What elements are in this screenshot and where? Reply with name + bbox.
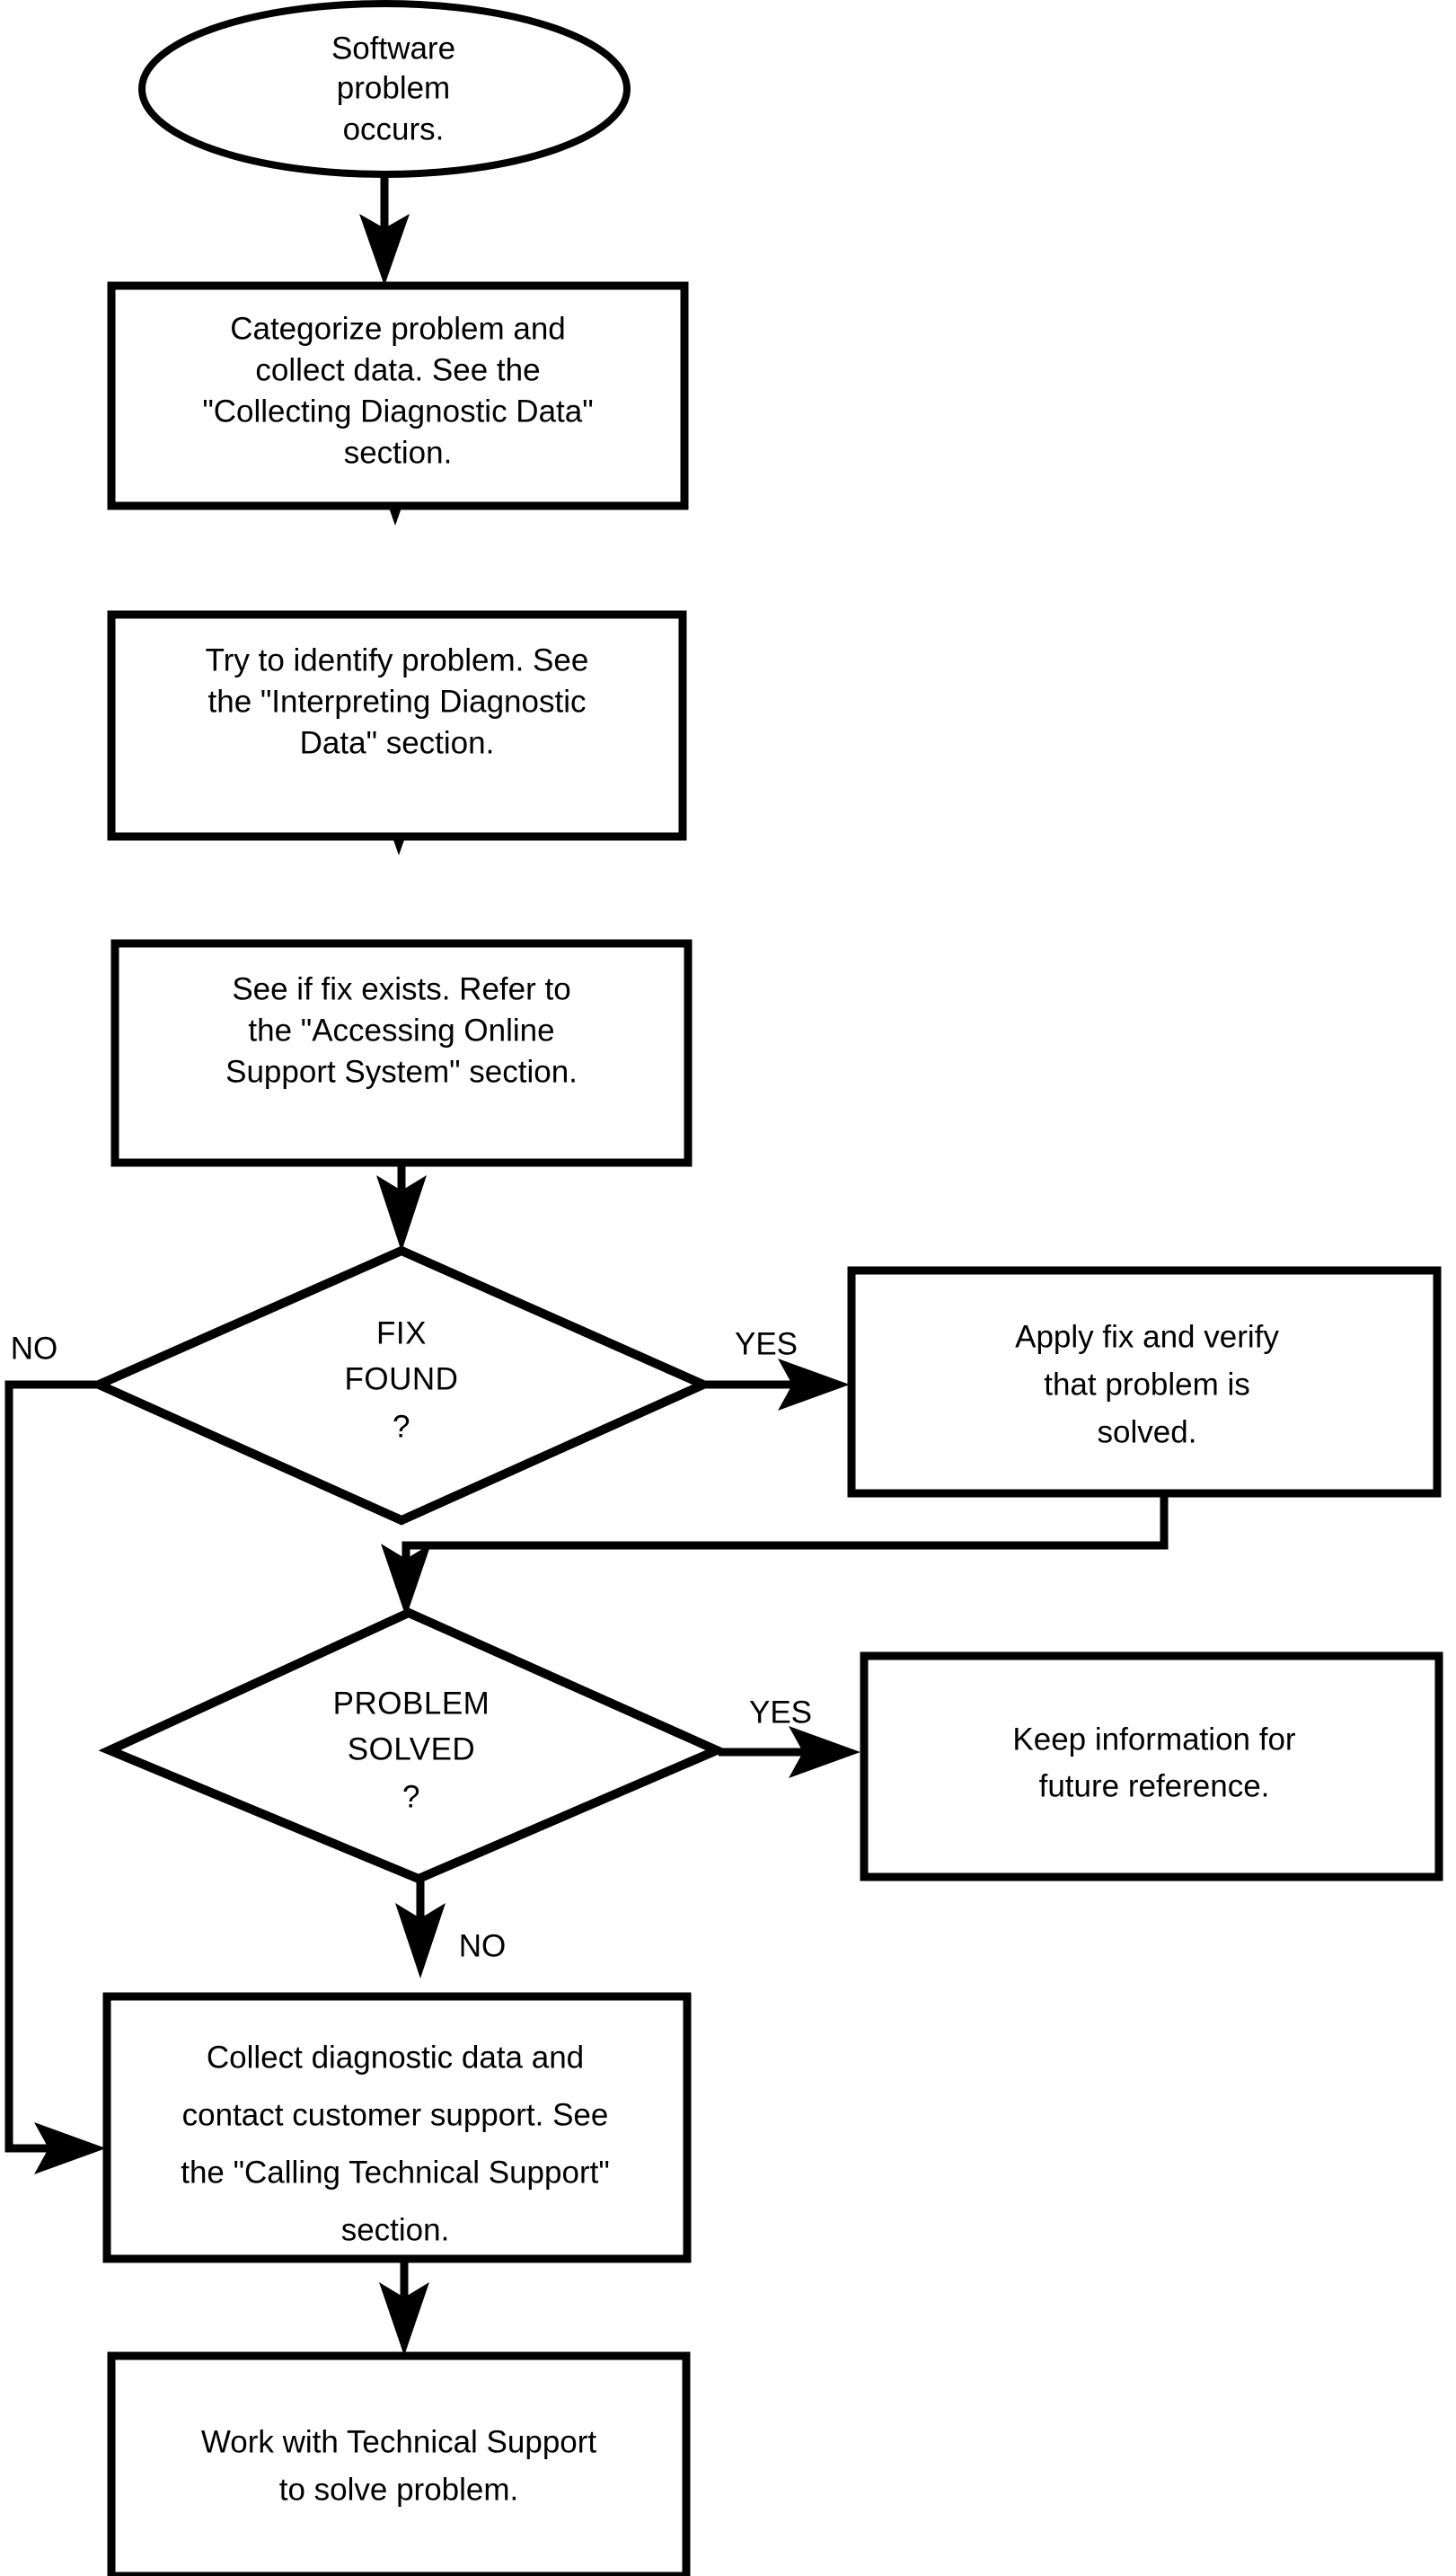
node-identify-line-1: Try to identify problem. See — [206, 642, 589, 677]
node-seefix-line-2: the "Accessing Online — [248, 1013, 554, 1048]
node-problemsolved-line-3: ? — [402, 1779, 420, 1814]
edge-problemsolved-no-to-collect — [395, 1878, 446, 1978]
node-start-software-problem[interactable]: Software problem occurs. — [138, 0, 631, 178]
node-work-line-1: Work with Technical Support — [201, 2424, 597, 2459]
node-fixfound-line-1: FIX — [376, 1315, 427, 1350]
edge-label-problem-solved-yes: YES — [749, 1695, 812, 1730]
node-categorize-line-2: collect data. See the — [255, 352, 540, 387]
node-seefix-line-1: See if fix exists. Refer to — [232, 971, 570, 1006]
edge-label-problem-solved-no: NO — [459, 1928, 507, 1963]
node-collect-line-1: Collect diagnostic data and — [207, 2040, 584, 2075]
node-start-line-2: problem — [337, 70, 450, 105]
node-collect-line-4: section. — [341, 2212, 450, 2247]
edge-fixfound-yes-to-applyfix — [703, 1359, 850, 1411]
node-see-if-fix-exists[interactable]: See if fix exists. Refer to the "Accessi… — [110, 939, 693, 1167]
node-fixfound-line-3: ? — [393, 1409, 410, 1444]
node-keep-line-1: Keep information for — [1012, 1722, 1296, 1757]
node-categorize-line-4: section. — [344, 435, 453, 470]
node-problemsolved-line-1: PROBLEM — [333, 1686, 490, 1721]
edge-label-fix-found-yes: YES — [735, 1326, 798, 1361]
edge-fixfound-no-to-collect — [4, 1380, 106, 2174]
node-collect-line-2: contact customer support. See — [182, 2097, 609, 2132]
node-collect-line-3: the "Calling Technical Support" — [181, 2155, 610, 2190]
node-identify-problem[interactable]: Try to identify problem. See the "Interp… — [107, 610, 687, 841]
node-problemsolved-line-2: SOLVED — [348, 1731, 475, 1766]
node-work-with-support[interactable]: Work with Technical Support to solve pro… — [107, 2351, 691, 2576]
edge-start-to-categorize — [359, 176, 410, 286]
node-decision-problem-solved[interactable]: PROBLEM SOLVED ? — [98, 1607, 728, 1884]
node-applyfix-line-3: solved. — [1098, 1414, 1197, 1449]
node-decision-fix-found[interactable]: FIX FOUND ? — [87, 1245, 715, 1526]
node-keep-line-2: future reference. — [1039, 1768, 1270, 1803]
edge-collect-to-work — [379, 2260, 429, 2356]
edge-applyfix-to-problemsolved — [381, 1492, 1169, 1617]
node-collect-contact-support[interactable]: Collect diagnostic data and contact cust… — [102, 1992, 692, 2263]
node-applyfix-line-1: Apply fix and verify — [1015, 1319, 1279, 1354]
node-identify-line-3: Data" section. — [300, 725, 495, 760]
node-start-line-1: Software — [331, 31, 455, 66]
node-fixfound-line-2: FOUND — [345, 1361, 459, 1396]
node-apply-fix[interactable]: Apply fix and verify that problem is sol… — [847, 1266, 1442, 1498]
node-start-line-3: occurs. — [343, 111, 445, 146]
node-applyfix-line-2: that problem is — [1044, 1367, 1250, 1402]
node-categorize-problem[interactable]: Categorize problem and collect data. See… — [107, 281, 689, 510]
node-categorize-line-3: "Collecting Diagnostic Data" — [202, 394, 593, 429]
edge-problemsolved-yes-to-keep — [719, 1726, 860, 1778]
edge-label-fix-found-no: NO — [11, 1331, 58, 1366]
node-seefix-line-3: Support System" section. — [225, 1054, 578, 1089]
node-identify-line-2: the "Interpreting Diagnostic — [208, 684, 587, 719]
node-keep-information[interactable]: Keep information for future reference. — [860, 1651, 1443, 1881]
node-work-line-2: to solve problem. — [279, 2472, 519, 2507]
node-categorize-line-1: Categorize problem and — [230, 311, 566, 346]
edge-seefix-to-fixfound — [376, 1162, 427, 1252]
